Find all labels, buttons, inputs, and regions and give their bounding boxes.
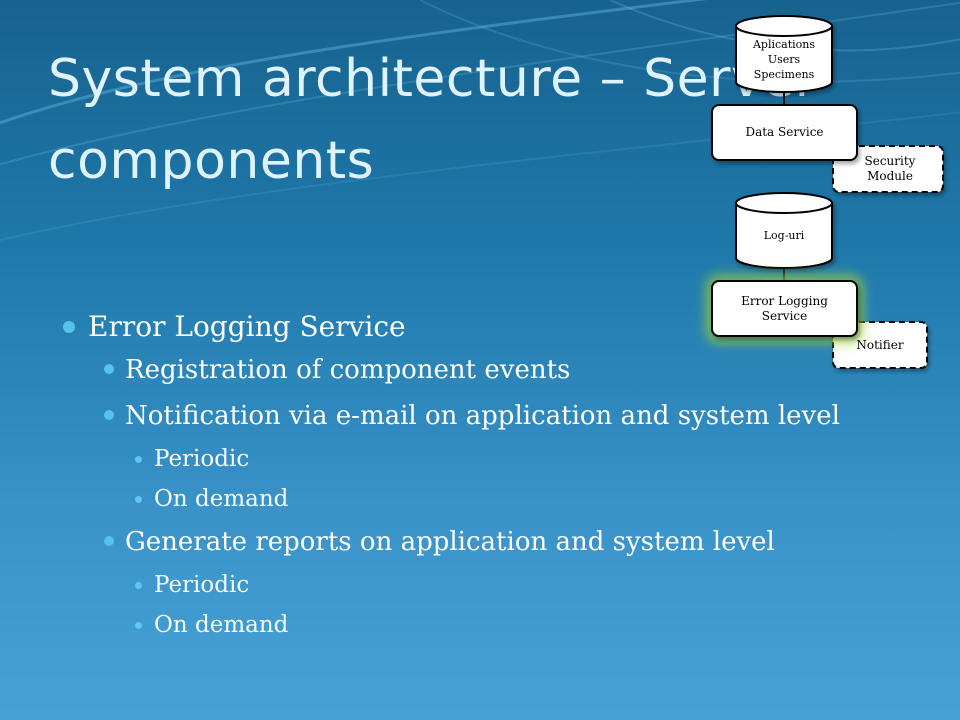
bullet-dot-icon	[135, 456, 142, 463]
data-service-box	[711, 104, 858, 161]
bullet-dot-icon	[135, 582, 142, 589]
bullet-text: Periodic	[154, 572, 250, 598]
bullet-dot-icon	[63, 321, 75, 333]
bullet-text: Registration of component events	[125, 355, 571, 385]
bullet-item-notification-periodic: Periodic	[60, 439, 900, 479]
bullet-text: Periodic	[154, 446, 250, 472]
bullet-list: Error Logging Service Registration of co…	[60, 307, 900, 645]
bullet-dot-icon	[104, 410, 114, 420]
bullet-item-generate-reports: Generate reports on application and syst…	[60, 519, 900, 565]
slide-title-line-2: components	[48, 131, 375, 191]
bullet-dot-icon	[104, 536, 114, 546]
error-logging-service-box	[711, 280, 858, 337]
slide-title: System architecture – Server components	[48, 38, 868, 202]
diagram-shapes	[706, 15, 944, 369]
bullet-text: Generate reports on application and syst…	[125, 527, 775, 557]
bullet-text: On demand	[154, 612, 289, 638]
bullet-item-reports-on-demand: On demand	[60, 605, 900, 645]
bullet-text: Notification via e-mail on application a…	[125, 401, 840, 431]
bullet-dot-icon	[104, 364, 114, 374]
security-module-box	[832, 145, 944, 193]
slide-title-line-1: System architecture – Server	[48, 49, 817, 109]
log-database-cylinder	[735, 192, 833, 269]
bullet-item-registration: Registration of component events	[60, 347, 900, 393]
architecture-diagram: Aplications Users Specimens Data Service…	[700, 10, 950, 375]
bullet-item-notification-on-demand: On demand	[60, 479, 900, 519]
bullet-item-notification: Notification via e-mail on application a…	[60, 393, 900, 439]
bullet-text: On demand	[154, 486, 289, 512]
bullet-dot-icon	[135, 622, 142, 629]
bullet-item-reports-periodic: Periodic	[60, 565, 900, 605]
bullet-text: Error Logging Service	[88, 310, 406, 343]
bullet-dot-icon	[135, 496, 142, 503]
bullet-item-error-logging-service: Error Logging Service	[60, 307, 900, 347]
main-database-cylinder	[735, 15, 833, 93]
